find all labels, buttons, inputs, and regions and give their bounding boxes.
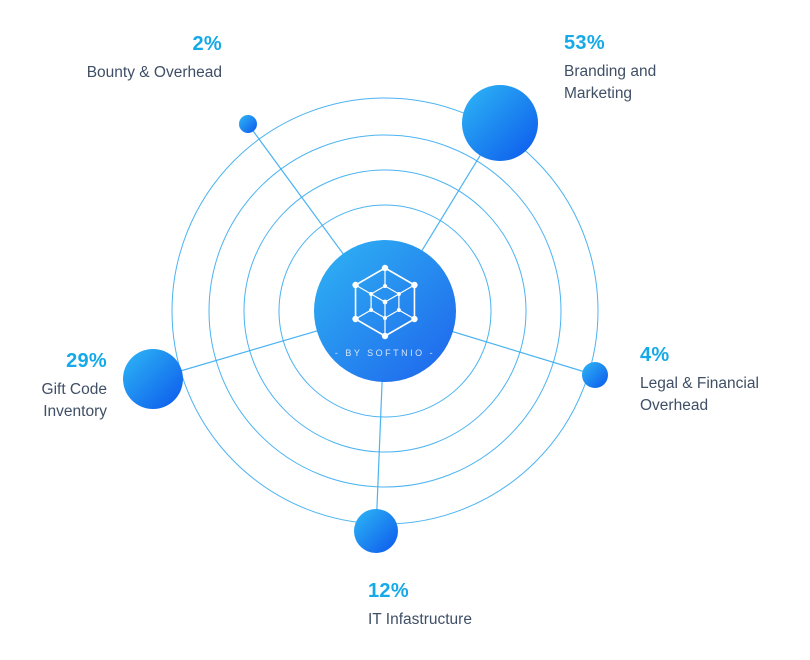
- orbit-ring-1: [278, 204, 492, 418]
- network-icon: [352, 264, 418, 340]
- node-it: [354, 509, 398, 553]
- node-branding: [462, 85, 538, 161]
- segment-label-gift-code: 29% Gift Code Inventory: [7, 350, 107, 423]
- segment-percent-bounty: 2%: [192, 33, 222, 55]
- segment-label-branding: 53% Branding and Marketing: [564, 32, 709, 105]
- network-icon-vertex-dots: [352, 264, 418, 340]
- segment-name-bounty: Bounty & Overhead: [86, 64, 222, 81]
- node-gift-code: [123, 349, 183, 409]
- orbit-ring-2: [243, 169, 527, 453]
- orbit-ring-3: [208, 134, 562, 488]
- segment-label-bounty: 2% Bounty & Overhead: [32, 33, 222, 84]
- watermark-text: - BY SOFTNIO -: [335, 348, 435, 358]
- segment-percent-gift-code: 29%: [66, 350, 107, 372]
- segment-label-it: 12% IT Infastructure: [368, 580, 528, 631]
- segment-name-branding: Branding and Marketing: [564, 63, 657, 102]
- segment-percent-branding: 53%: [564, 32, 605, 54]
- segment-name-it: IT Infastructure: [368, 611, 472, 628]
- segment-percent-it: 12%: [368, 580, 409, 602]
- segment-percent-legal: 4%: [640, 344, 670, 366]
- segment-name-legal: Legal & Financial Overhead: [640, 375, 759, 414]
- node-legal: [582, 362, 608, 388]
- allocation-nodes: [123, 85, 608, 553]
- segment-name-gift-code: Gift Code Inventory: [41, 381, 107, 420]
- node-bounty: [239, 115, 257, 133]
- segment-label-legal: 4% Legal & Financial Overhead: [640, 344, 790, 417]
